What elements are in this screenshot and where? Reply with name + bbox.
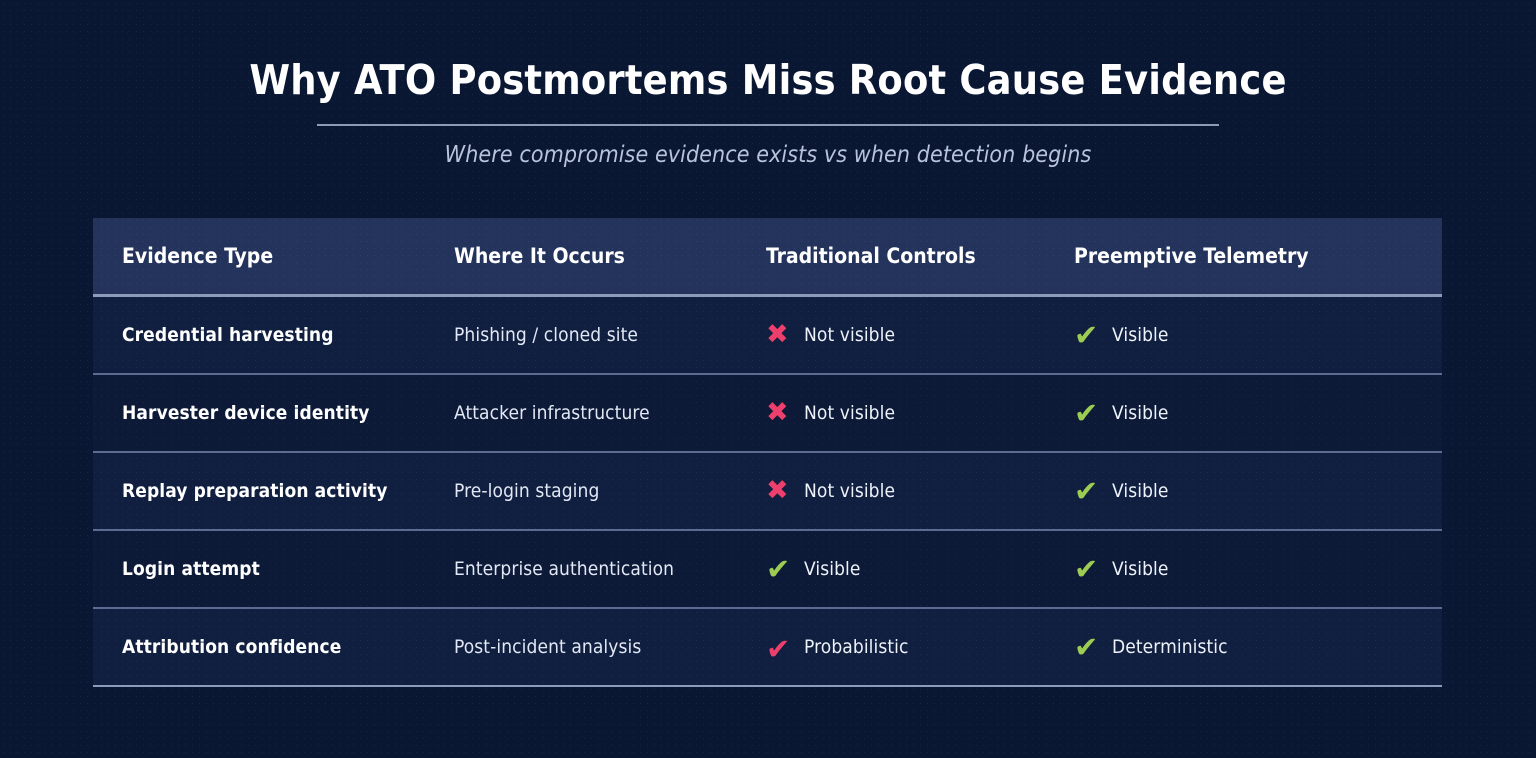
cell-evidence-type: Login attempt (93, 529, 425, 609)
title-divider (317, 123, 1219, 126)
cross-mark-icon: ✖ (766, 397, 789, 428)
where-it-occurs-label: Pre-login staging (454, 479, 600, 502)
status-badge: ✖ Not visible (766, 476, 1045, 506)
status-label: Not visible (804, 401, 896, 424)
status-badge: ✖ Not visible (766, 398, 1045, 428)
status-label: Visible (804, 557, 861, 580)
status-badge: ✔ Visible (1074, 320, 1442, 350)
evidence-table-container: Evidence Type Where It Occurs Traditiona… (93, 218, 1442, 687)
cell-evidence-type: Credential harvesting (93, 295, 425, 375)
cross-mark-icon: ✖ (766, 319, 789, 350)
evidence-type-label: Credential harvesting (122, 323, 334, 346)
status-label: Deterministic (1112, 635, 1228, 658)
cell-evidence-type: Replay preparation activity (93, 451, 425, 531)
status-label: Not visible (804, 323, 896, 346)
cell-preemptive-telemetry: ✔ Deterministic (1045, 607, 1442, 687)
column-header-evidence-type: Evidence Type (93, 218, 425, 297)
cell-traditional-controls: ✖ Not visible (737, 373, 1045, 453)
title-block: Why ATO Postmortems Miss Root Cause Evid… (0, 0, 1536, 168)
check-mark-icon: ✔ (1074, 475, 1099, 506)
status-badge: ✔ Probabilistic (766, 636, 1045, 658)
cell-traditional-controls: ✖ Not visible (737, 295, 1045, 375)
where-it-occurs-label: Attacker infrastructure (454, 401, 650, 424)
cross-mark-icon: ✖ (766, 475, 789, 506)
cell-where-it-occurs: Pre-login staging (425, 451, 737, 531)
status-badge: ✔ Visible (1074, 398, 1442, 428)
column-header-preemptive-telemetry: Preemptive Telemetry (1045, 218, 1442, 297)
cell-where-it-occurs: Phishing / cloned site (425, 295, 737, 375)
cell-preemptive-telemetry: ✔ Visible (1045, 529, 1442, 609)
table-header: Evidence Type Where It Occurs Traditiona… (93, 218, 1442, 297)
cell-where-it-occurs: Post-incident analysis (425, 607, 737, 687)
cell-where-it-occurs: Attacker infrastructure (425, 373, 737, 453)
status-badge: ✔ Visible (1074, 554, 1442, 584)
evidence-type-label: Login attempt (122, 557, 260, 580)
check-mark-icon: ✔ (1074, 631, 1099, 662)
status-badge: ✖ Not visible (766, 320, 1045, 350)
status-label: Visible (1112, 401, 1169, 424)
check-mark-icon: ✔ (1074, 553, 1099, 584)
table-row: Harvester device identity Attacker infra… (93, 373, 1442, 453)
status-label: Probabilistic (804, 635, 909, 658)
check-mark-icon: ✔ (1074, 397, 1099, 428)
status-label: Not visible (804, 479, 896, 502)
evidence-type-label: Harvester device identity (122, 401, 370, 424)
table-row: Login attempt Enterprise authentication … (93, 529, 1442, 609)
status-badge: ✔ Deterministic (1074, 632, 1442, 662)
status-badge: ✔ Visible (1074, 476, 1442, 506)
cell-traditional-controls: ✖ Not visible (737, 451, 1045, 531)
cell-evidence-type: Attribution confidence (93, 607, 425, 687)
where-it-occurs-label: Enterprise authentication (454, 557, 675, 580)
check-mark-icon: ✔ (1074, 319, 1099, 350)
where-it-occurs-label: Post-incident analysis (454, 635, 642, 658)
cell-where-it-occurs: Enterprise authentication (425, 529, 737, 609)
table-row: Attribution confidence Post-incident ana… (93, 607, 1442, 687)
table-body: Credential harvesting Phishing / cloned … (93, 295, 1442, 687)
evidence-comparison-table: Evidence Type Where It Occurs Traditiona… (93, 218, 1442, 687)
table-row: Credential harvesting Phishing / cloned … (93, 295, 1442, 375)
cell-traditional-controls: ✔ Visible (737, 529, 1045, 609)
where-it-occurs-label: Phishing / cloned site (454, 323, 639, 346)
column-header-traditional-controls: Traditional Controls (737, 218, 1045, 297)
cell-evidence-type: Harvester device identity (93, 373, 425, 453)
evidence-type-label: Replay preparation activity (122, 479, 388, 502)
status-label: Visible (1112, 479, 1169, 502)
cell-preemptive-telemetry: ✔ Visible (1045, 451, 1442, 531)
status-label: Visible (1112, 323, 1169, 346)
page-title: Why ATO Postmortems Miss Root Cause Evid… (249, 56, 1287, 104)
check-mark-icon: ✔ (766, 553, 791, 584)
cell-preemptive-telemetry: ✔ Visible (1045, 373, 1442, 453)
status-badge: ✔ Visible (766, 554, 1045, 584)
page-subtitle: Where compromise evidence exists vs when… (444, 141, 1092, 168)
table-row: Replay preparation activity Pre-login st… (93, 451, 1442, 531)
check-mark-clipped-icon: ✔ (766, 635, 791, 658)
cell-preemptive-telemetry: ✔ Visible (1045, 295, 1442, 375)
evidence-type-label: Attribution confidence (122, 635, 342, 658)
table-header-row: Evidence Type Where It Occurs Traditiona… (93, 218, 1442, 297)
column-header-where-it-occurs: Where It Occurs (425, 218, 737, 297)
cell-traditional-controls: ✔ Probabilistic (737, 607, 1045, 687)
status-label: Visible (1112, 557, 1169, 580)
